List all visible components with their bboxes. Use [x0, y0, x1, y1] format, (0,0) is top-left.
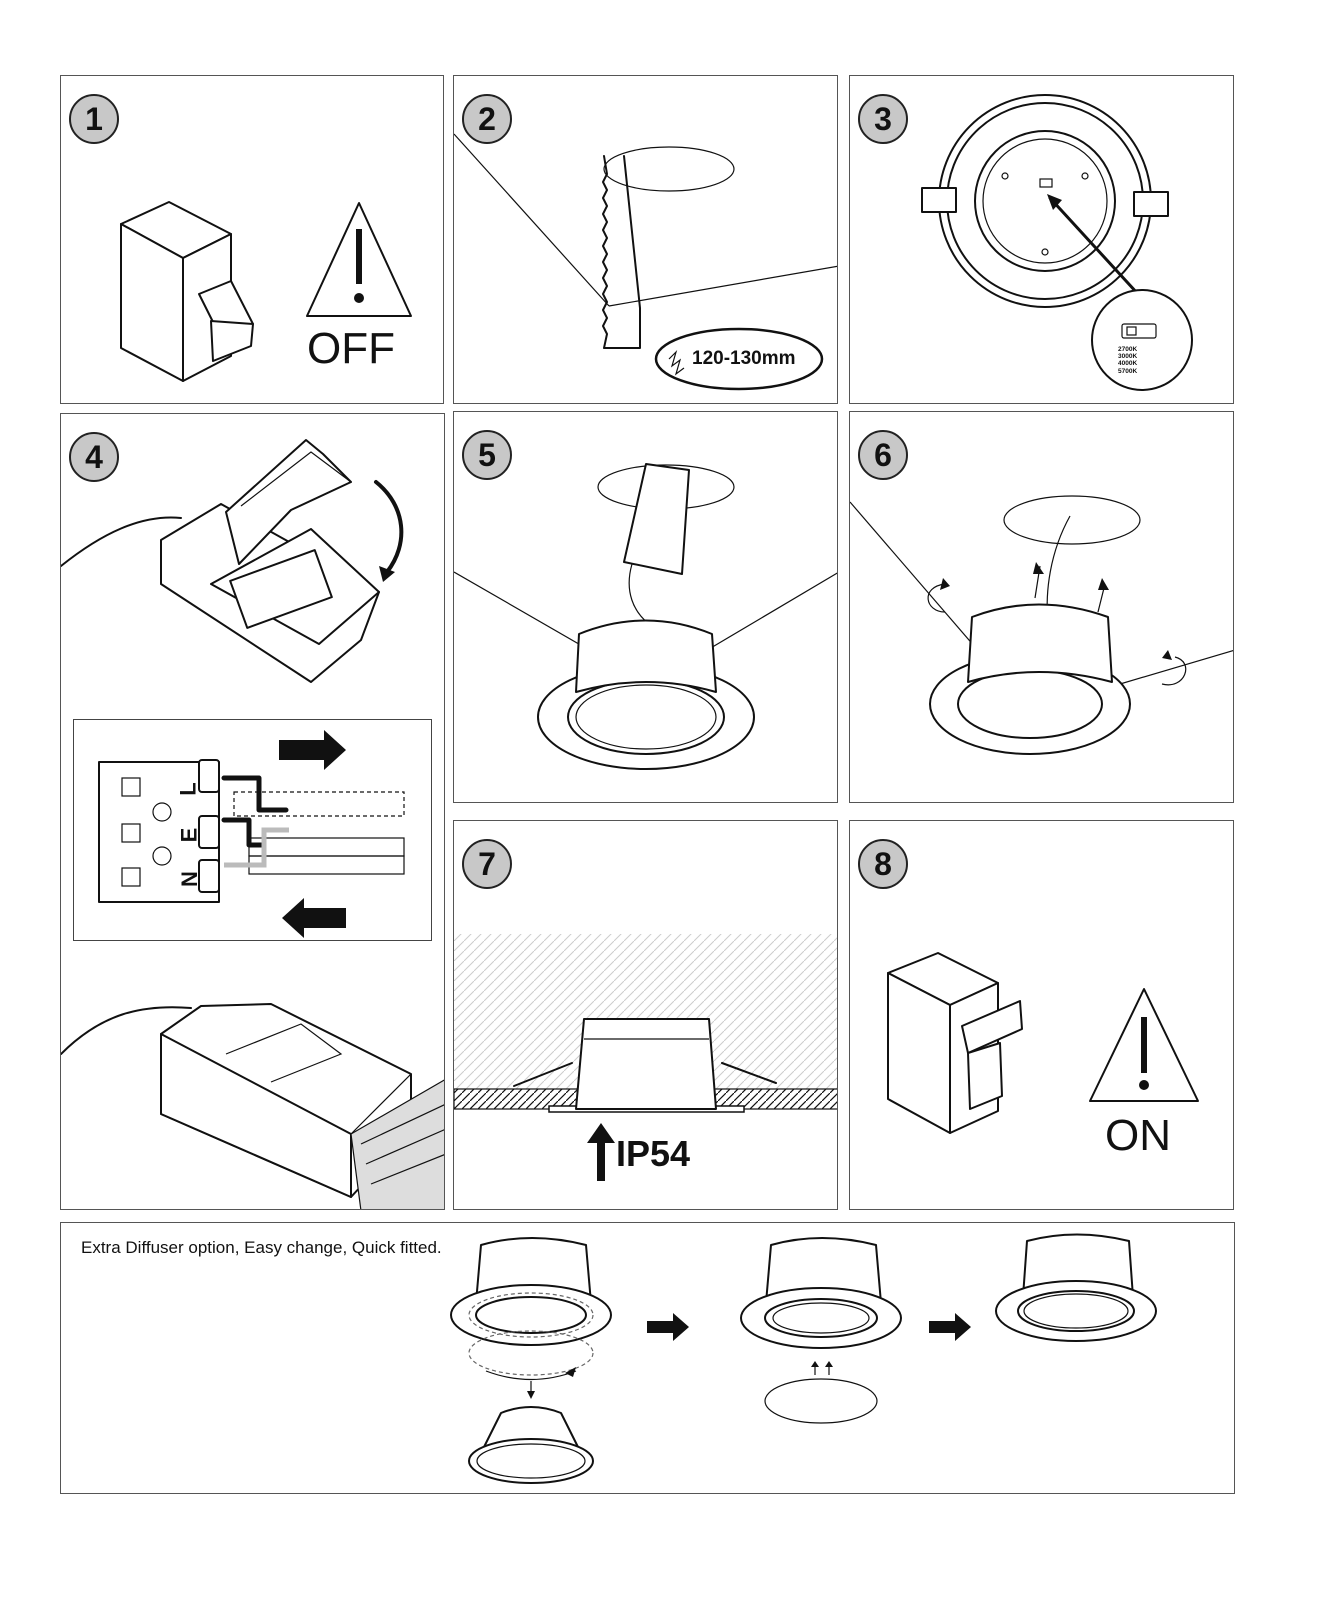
hole-size-callout	[654, 327, 824, 391]
cct-option: 2700K	[1118, 346, 1138, 353]
connecting-downlight-illustration	[454, 463, 837, 770]
step-1-panel: 1 OFF	[60, 75, 444, 404]
cct-option: 4000K	[1118, 360, 1138, 368]
terminal-box-closed-illustration	[61, 1003, 444, 1209]
warning-triangle-icon	[306, 202, 412, 317]
wiring-detail-inset: L E N	[73, 719, 432, 941]
step-number-badge: 6	[858, 430, 908, 480]
cct-switch-options: 2700K 3000K 4000K 5700K	[1118, 346, 1178, 375]
diffuser-option-panel: Extra Diffuser option, Easy change, Quic…	[60, 1222, 1235, 1494]
step-number-badge: 2	[462, 94, 512, 144]
circuit-breaker-on-illustration	[887, 952, 1023, 1134]
installed-downlight-illustration	[454, 934, 837, 1181]
step-2-panel: 2 120-130mm	[453, 75, 838, 404]
ip-rating-label: IP54	[616, 1133, 691, 1174]
step-number-badge: 1	[69, 94, 119, 144]
cct-option: 5700K	[1118, 367, 1138, 375]
step-5-panel: 5	[453, 411, 838, 803]
step-number-badge: 3	[858, 94, 908, 144]
cct-option: 3000K	[1118, 353, 1138, 361]
step-3-panel: 3 2700K 3000K 4000K 5700K	[849, 75, 1234, 404]
downlight-back-view	[921, 94, 1193, 391]
terminal-box-open-illustration	[61, 439, 404, 683]
step-4-panel: 4 L E N	[60, 413, 445, 1210]
inserting-downlight-illustration	[850, 495, 1233, 755]
ceiling-cutting-illustration	[454, 133, 837, 349]
circuit-breaker-illustration	[120, 201, 254, 382]
cutout-dimension-label: 120-130mm	[692, 348, 796, 369]
step-number-badge: 4	[69, 432, 119, 482]
on-label: ON	[1105, 1111, 1171, 1160]
step-number-badge: 7	[462, 839, 512, 889]
warning-triangle-icon	[1089, 988, 1199, 1102]
step-8-panel: 8 ON	[849, 820, 1234, 1210]
diffuser-caption: Extra Diffuser option, Easy change, Quic…	[81, 1238, 442, 1257]
step-7-panel: 7 IP54	[453, 820, 838, 1210]
step-6-panel: 6	[849, 411, 1234, 803]
diffuser-change-sequence	[450, 1233, 1157, 1484]
step-number-badge: 8	[858, 839, 908, 889]
off-label: OFF	[307, 324, 395, 373]
step-number-badge: 5	[462, 430, 512, 480]
